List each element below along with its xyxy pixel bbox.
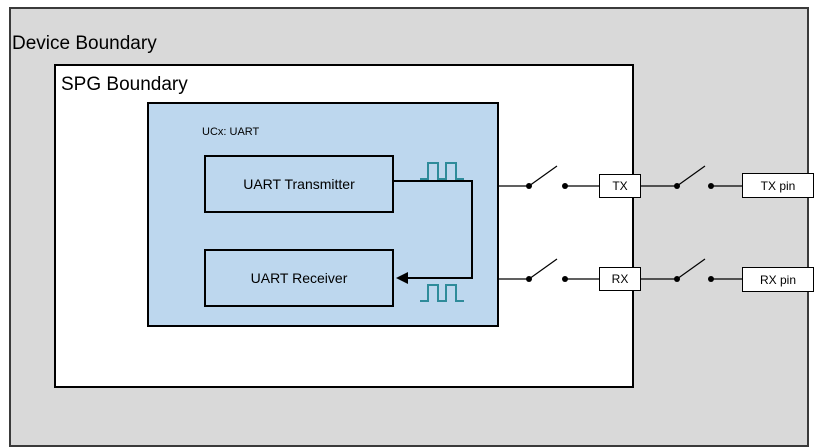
uart-transmitter-block: UART Transmitter (204, 155, 394, 213)
spg-boundary-label: SPG Boundary (61, 74, 188, 95)
rx-signal-tag: RX (599, 267, 641, 291)
tx-pin-tag: TX pin (742, 173, 814, 198)
tx-switch-blade (528, 165, 558, 187)
uart-receiver-block: UART Receiver (204, 249, 394, 307)
tx-signal-tag: TX (599, 174, 641, 198)
rx-pin-switch-blade (676, 258, 706, 280)
uart-receiver-label: UART Receiver (250, 270, 348, 286)
rx-switch-blade (528, 258, 558, 280)
rx-signal-label: RX (611, 272, 629, 286)
diagram-connections (394, 162, 742, 302)
tx-pin-label: TX pin (760, 178, 796, 193)
device-boundary-label: Device Boundary (12, 33, 157, 54)
loopback-line (394, 180, 473, 279)
rx-pin-label: RX pin (759, 272, 797, 287)
uart-transmitter-label: UART Transmitter (243, 176, 355, 192)
uart-module-label: UCx: UART (202, 126, 260, 138)
tx-pin-switch-blade (676, 165, 706, 187)
tx-waveform-icon (420, 162, 464, 180)
rx-pin-tag: RX pin (742, 267, 814, 292)
tx-signal-label: TX (612, 179, 628, 193)
loopback-arrowhead (396, 272, 408, 284)
rx-waveform-icon (420, 284, 464, 302)
